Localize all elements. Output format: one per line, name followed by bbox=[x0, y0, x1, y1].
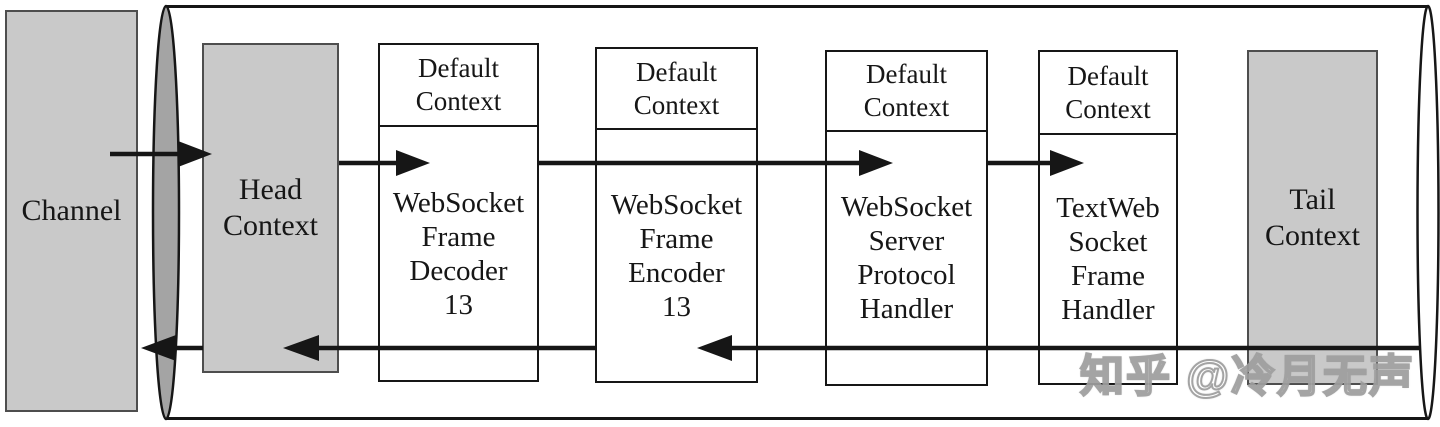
handler-label: WebSocket Frame Encoder 13 bbox=[610, 188, 743, 323]
default-context-header: Default Context bbox=[827, 52, 986, 132]
cylinder-right-cap-ellipse bbox=[1416, 4, 1440, 421]
default-context-header: Default Context bbox=[380, 45, 537, 127]
default-context-header: Default Context bbox=[1040, 52, 1176, 135]
watermark: 知乎 @冷月无声 bbox=[1079, 351, 1416, 402]
channel-box: Channel bbox=[5, 10, 138, 412]
handler-label: TextWeb Socket Frame Handler bbox=[1056, 192, 1160, 326]
handler-box-websocket-frame-encoder: Default Context WebSocket Frame Encoder … bbox=[595, 47, 758, 383]
tail-context-label: Tail Context bbox=[1265, 182, 1360, 252]
handler-label: WebSocket Server Protocol Handler bbox=[840, 191, 973, 325]
tail-context-box: Tail Context bbox=[1247, 50, 1378, 385]
head-context-label: Head Context bbox=[223, 173, 318, 242]
cylinder-left-cap-ellipse bbox=[151, 4, 181, 421]
channel-label: Channel bbox=[21, 194, 122, 227]
outbound-arrow-head-to-channel bbox=[141, 335, 203, 361]
default-context-header: Default Context bbox=[597, 49, 756, 130]
head-context-box: Head Context bbox=[202, 43, 339, 373]
arrowhead-left-icon bbox=[141, 335, 176, 361]
handler-label: WebSocket Frame Decoder 13 bbox=[392, 186, 525, 321]
handler-box-text-websocket-frame-handler: Default Context TextWeb Socket Frame Han… bbox=[1038, 50, 1178, 385]
handler-box-websocket-frame-decoder: Default Context WebSocket Frame Decoder … bbox=[378, 43, 539, 382]
handler-box-websocket-server-protocol-handler: Default Context WebSocket Server Protoco… bbox=[825, 50, 988, 386]
